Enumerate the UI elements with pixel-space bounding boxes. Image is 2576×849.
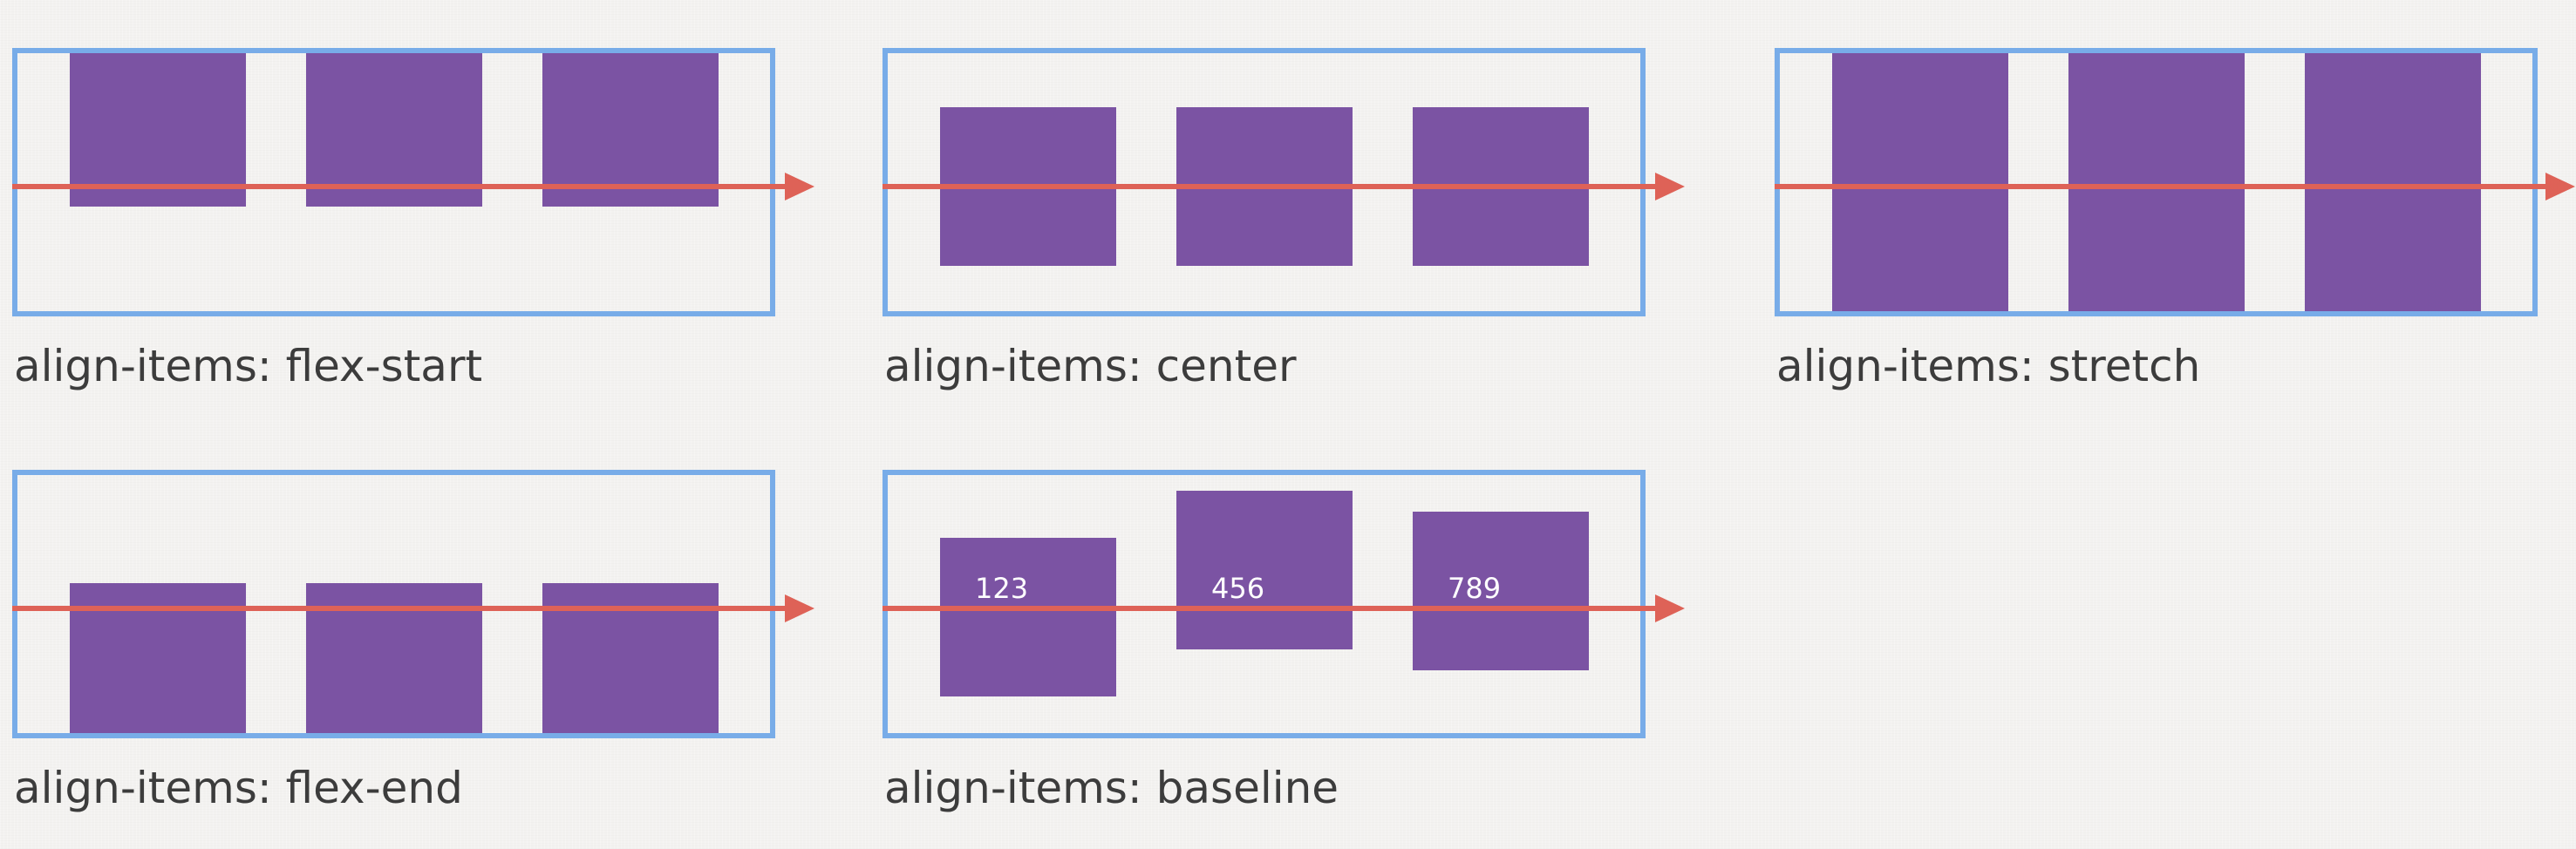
flex-item: [2068, 53, 2245, 311]
flex-item: [542, 53, 719, 207]
flex-item: [1832, 53, 2008, 311]
panel-baseline: 123 456 789 align-items: baseline: [870, 465, 1707, 849]
panel-center: align-items: center: [870, 44, 1707, 427]
main-axis-arrow-icon: [12, 594, 814, 622]
item-text: 123: [975, 572, 1029, 605]
item-text: 456: [1211, 572, 1265, 605]
panel-caption: align-items: flex-end: [14, 763, 463, 813]
flex-item: [2305, 53, 2481, 311]
main-axis-arrow-icon: [883, 594, 1685, 622]
flex-container: [1775, 48, 2538, 316]
panel-caption: align-items: baseline: [884, 763, 1339, 813]
panel-caption: align-items: stretch: [1776, 341, 2201, 391]
main-axis-arrow-icon: [12, 173, 814, 200]
flex-item: 123: [940, 538, 1116, 696]
panel-caption: align-items: flex-start: [14, 341, 483, 391]
flex-container: 123 456 789: [883, 470, 1646, 738]
panel-caption: align-items: center: [884, 341, 1297, 391]
panel-stretch: align-items: stretch: [1762, 44, 2576, 427]
main-axis-arrow-icon: [883, 173, 1685, 200]
flex-container: [12, 48, 775, 316]
panel-flex-end: align-items: flex-end: [0, 465, 837, 849]
flex-item: 456: [1176, 491, 1353, 649]
flex-item: [306, 53, 482, 207]
flex-item: [70, 53, 246, 207]
item-text: 789: [1448, 572, 1502, 605]
main-axis-arrow-icon: [1775, 173, 2575, 200]
flex-item: 789: [1413, 512, 1589, 670]
panel-flex-start: align-items: flex-start: [0, 44, 837, 427]
